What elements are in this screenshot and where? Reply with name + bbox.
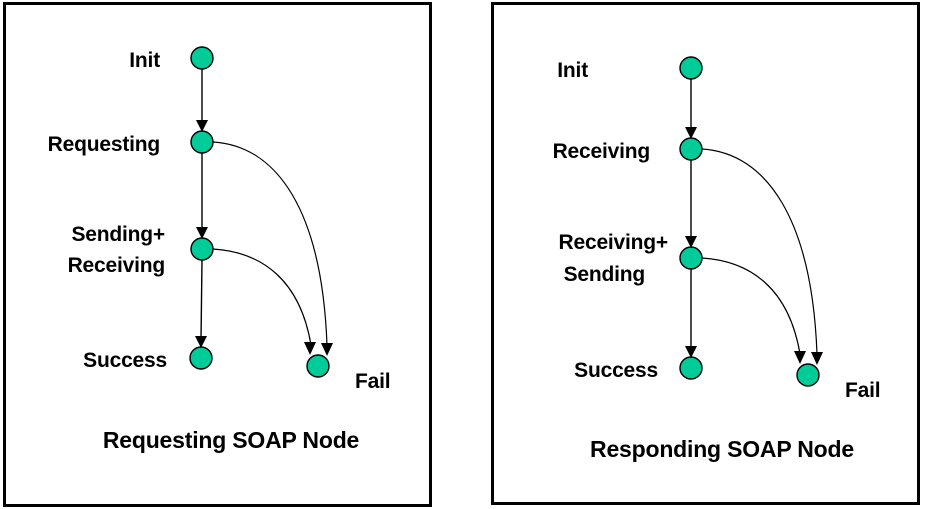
state-label-success: Success <box>83 349 167 372</box>
state-label-requesting: Requesting <box>48 133 160 156</box>
state-node-sending-receiving[interactable] <box>190 237 214 261</box>
state-label-receiving-sending-line1: Receiving+ <box>559 231 668 254</box>
state-label-init: Init <box>129 49 160 72</box>
state-node-init[interactable] <box>679 56 703 80</box>
arrowhead-receiving-to-fail <box>811 352 823 365</box>
state-label-receiving: Receiving <box>553 140 650 163</box>
edges-straight-right <box>685 79 697 358</box>
state-label-receiving-sending-line2: Sending <box>564 263 645 286</box>
state-label-sending-receiving-line2: Receiving <box>68 254 165 277</box>
state-node-fail[interactable] <box>796 363 820 387</box>
edge-sending-receiving-to-success <box>200 259 203 341</box>
state-node-requesting[interactable] <box>190 130 214 154</box>
edges-straight-left <box>195 69 208 348</box>
edges-curved-left <box>212 141 333 356</box>
panel-responding-soap-node: Init Receiving Receiving+ Sending Succes… <box>491 2 920 505</box>
edge-receiving-to-fail <box>701 148 818 355</box>
arrowhead-requesting-to-fail <box>321 343 333 356</box>
state-label-sending-receiving-line1: Sending+ <box>72 223 166 246</box>
state-node-success[interactable] <box>189 346 213 370</box>
arrowhead-sending-receiving-to-success <box>195 336 207 348</box>
arrowhead-receiving-sending-to-success <box>685 346 697 358</box>
state-node-receiving-sending[interactable] <box>679 246 703 270</box>
panel-border-left <box>3 2 432 507</box>
arrowhead-sending-receiving-to-fail <box>304 342 316 355</box>
arrowhead-requesting-to-sending-receiving <box>196 227 208 239</box>
arrowhead-init-to-receiving <box>685 127 697 139</box>
state-label-success: Success <box>574 359 658 382</box>
state-label-init: Init <box>557 59 588 82</box>
edges-curved-right <box>701 148 823 365</box>
arrowhead-init-to-requesting <box>196 120 208 132</box>
state-node-success[interactable] <box>679 356 703 380</box>
panel-caption-requesting: Requesting SOAP Node <box>103 427 359 453</box>
state-node-receiving[interactable] <box>679 137 703 161</box>
arrowhead-receiving-sending-to-fail <box>794 351 806 364</box>
state-label-fail: Fail <box>355 370 390 393</box>
panel-caption-responding: Responding SOAP Node <box>590 436 854 462</box>
panel-border-right <box>491 2 920 505</box>
state-node-fail[interactable] <box>306 354 330 378</box>
state-label-fail: Fail <box>845 379 880 402</box>
state-node-init[interactable] <box>190 46 214 70</box>
edge-requesting-to-fail <box>212 141 328 346</box>
edge-sending-receiving-to-fail <box>212 248 312 346</box>
arrowhead-receiving-to-receiving-sending <box>685 236 697 248</box>
edge-receiving-sending-to-fail <box>701 257 801 355</box>
panel-requesting-soap-node: Init Requesting Sending+ Receiving Succe… <box>3 2 432 507</box>
